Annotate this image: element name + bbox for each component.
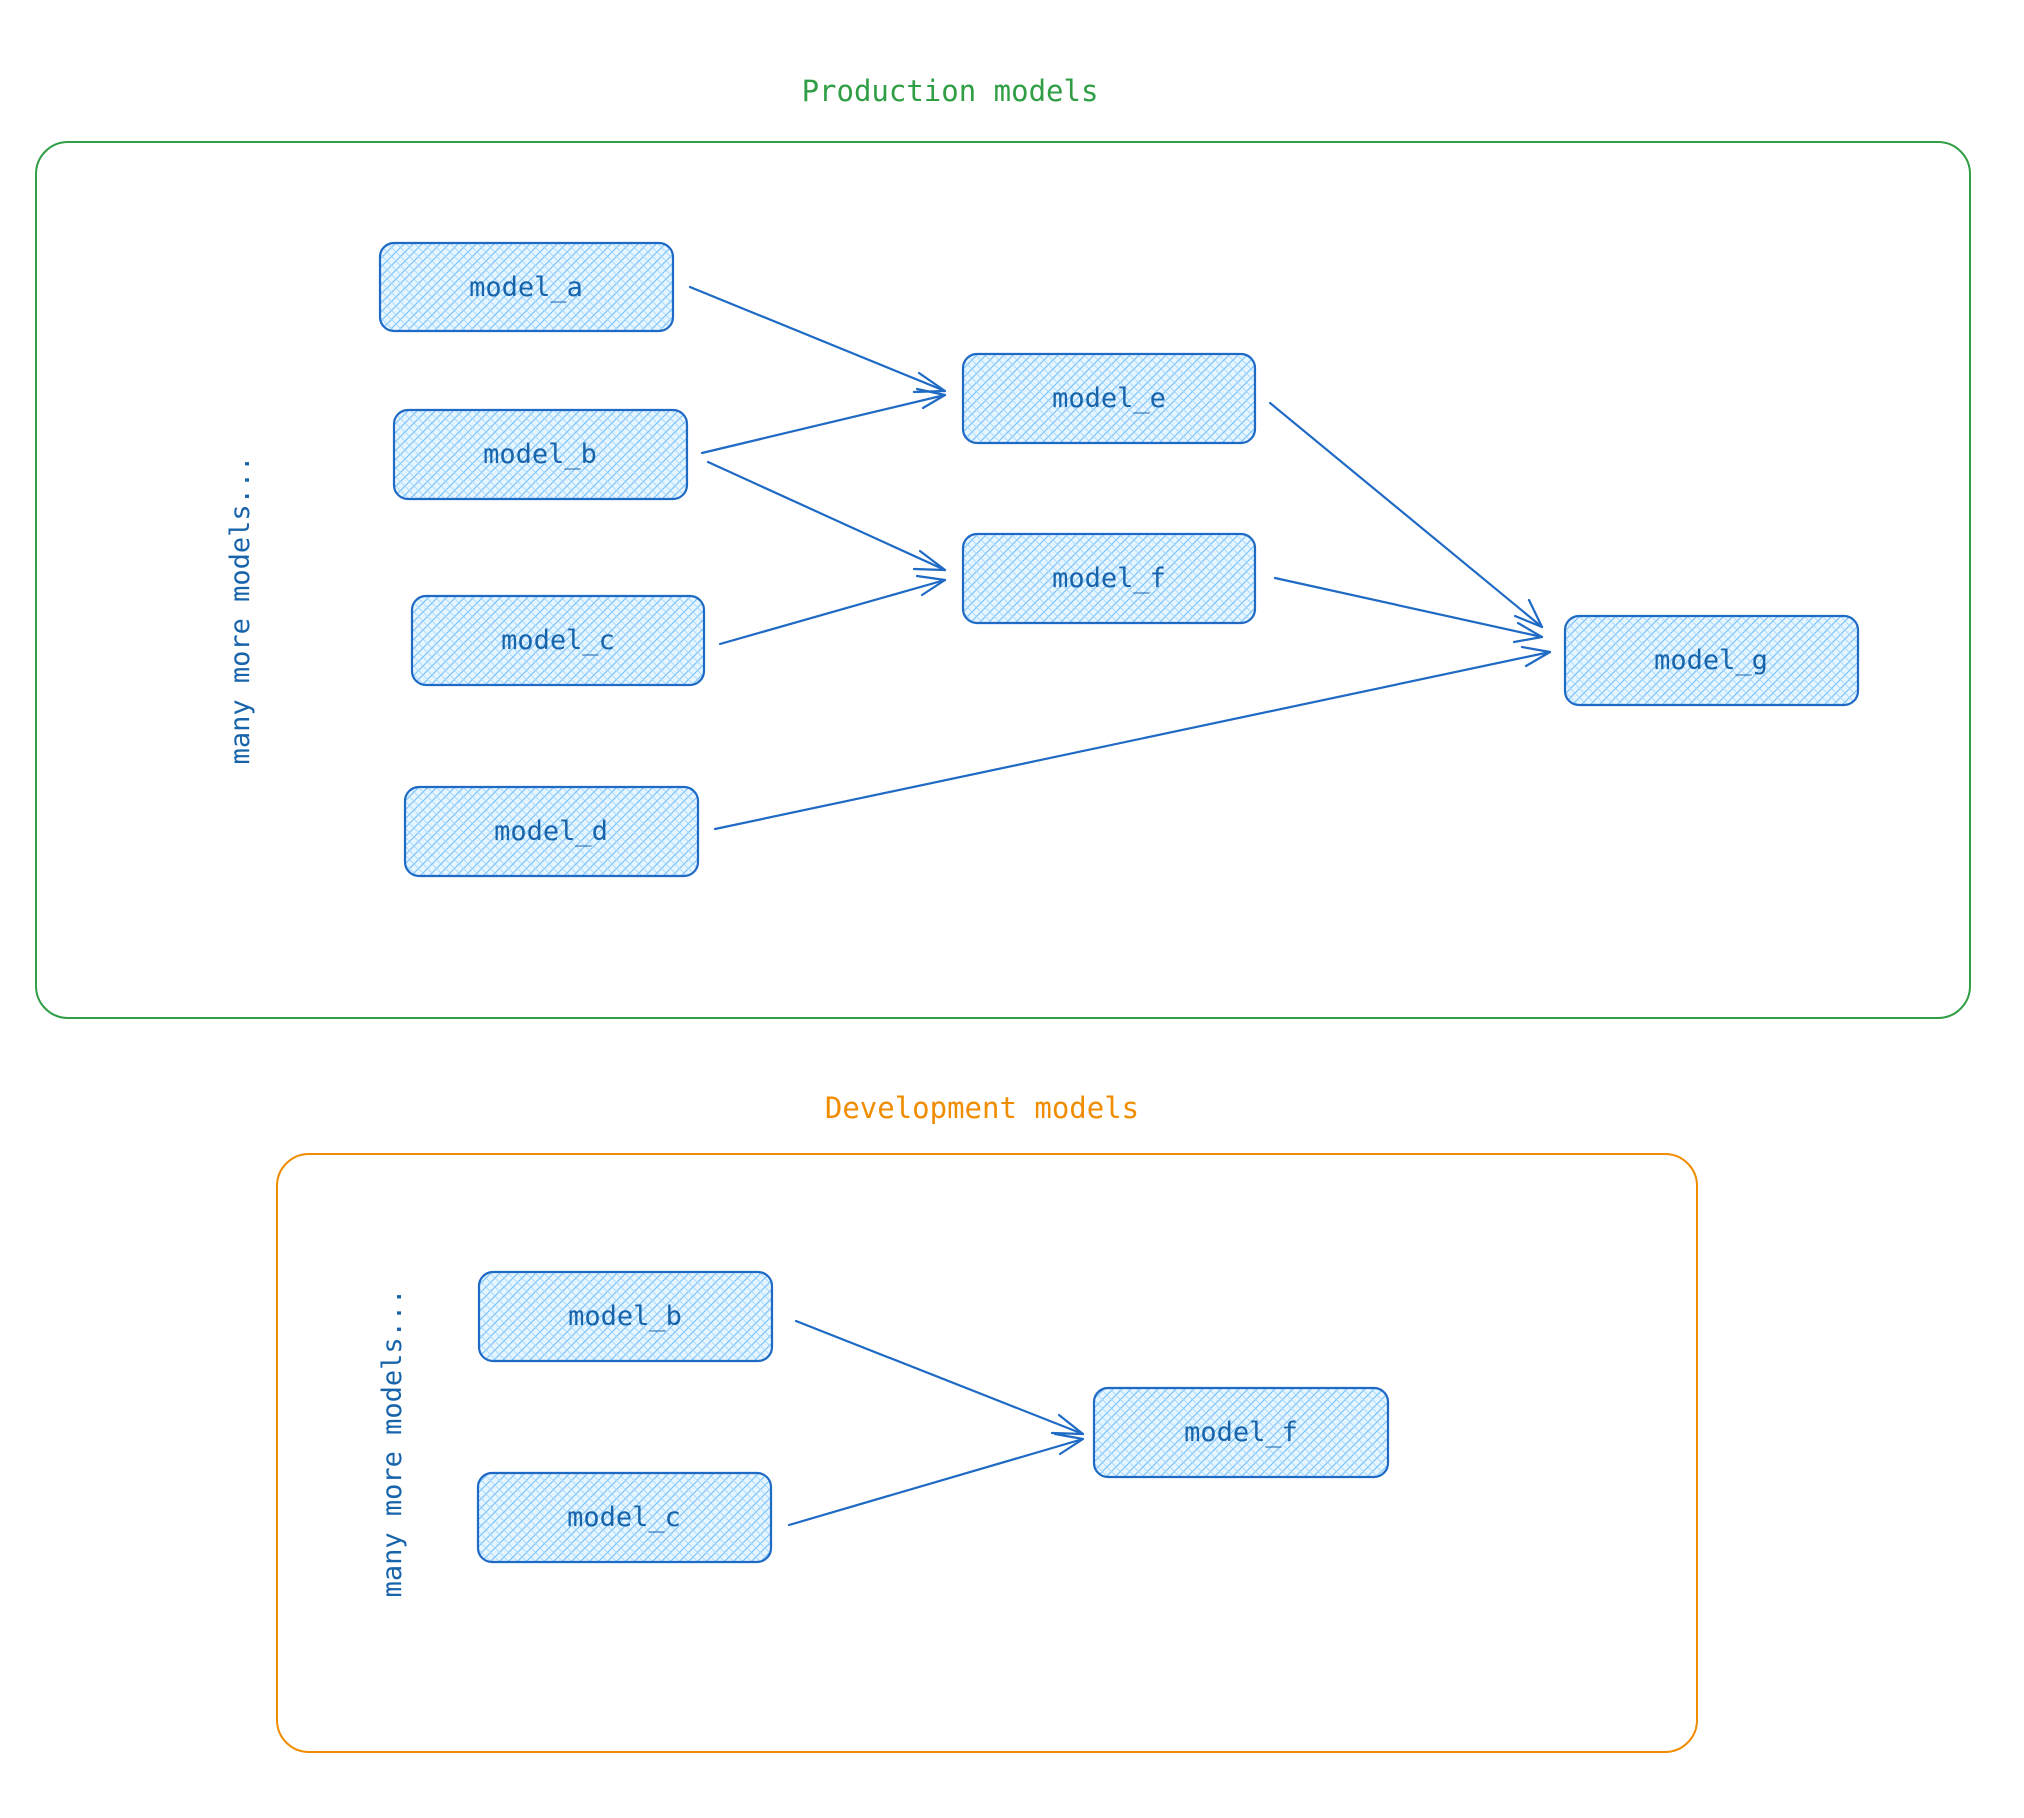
node-label: model_f <box>1052 563 1166 594</box>
production-title: Production models <box>802 74 1099 108</box>
production-side-note: many more models... <box>225 456 256 765</box>
node-model-f[interactable]: model_f <box>961 532 1257 625</box>
edge-model-c-to-model-f <box>787 1432 1085 1527</box>
node-label: model_g <box>1654 645 1768 676</box>
node-model-e[interactable]: model_e <box>961 352 1257 445</box>
edge-model-a-to-model-e <box>688 285 947 394</box>
edge-model-b-to-model-f <box>794 1319 1085 1436</box>
edge-model-b-to-model-f <box>706 460 947 572</box>
node-label: model_a <box>469 272 583 303</box>
development-title: Development models <box>825 1091 1139 1125</box>
node-model-f[interactable]: model_f <box>1092 1386 1390 1479</box>
node-label: model_c <box>501 625 615 656</box>
production-group: Production models many more models... <box>35 74 1971 1019</box>
production-container <box>35 141 1971 1019</box>
edge-model-f-to-model-g <box>1273 576 1544 644</box>
development-group: Development models many more models... m… <box>276 1091 1698 1753</box>
node-model-d[interactable]: model_d <box>403 785 700 878</box>
node-model-c[interactable]: model_c <box>410 594 706 687</box>
node-label: model_c <box>567 1502 681 1533</box>
development-container <box>276 1153 1698 1753</box>
node-model-c[interactable]: model_c <box>476 1471 773 1564</box>
node-label: model_d <box>494 816 608 847</box>
edges-production <box>688 285 1552 831</box>
node-label: model_f <box>1184 1417 1298 1448</box>
edge-model-e-to-model-g <box>1268 401 1544 629</box>
node-label: model_b <box>568 1301 682 1332</box>
node-model-b[interactable]: model_b <box>477 1270 774 1363</box>
edge-model-c-to-model-f <box>718 574 947 646</box>
node-model-a[interactable]: model_a <box>378 241 675 333</box>
node-model-g[interactable]: model_g <box>1563 614 1860 707</box>
edge-model-d-to-model-g <box>713 645 1552 831</box>
node-model-b[interactable]: model_b <box>392 408 689 501</box>
edge-model-b-to-model-e <box>700 387 947 455</box>
development-side-note: many more models... <box>377 1289 408 1598</box>
edges-development <box>787 1319 1085 1527</box>
node-label: model_e <box>1052 383 1166 414</box>
node-label: model_b <box>483 439 597 470</box>
